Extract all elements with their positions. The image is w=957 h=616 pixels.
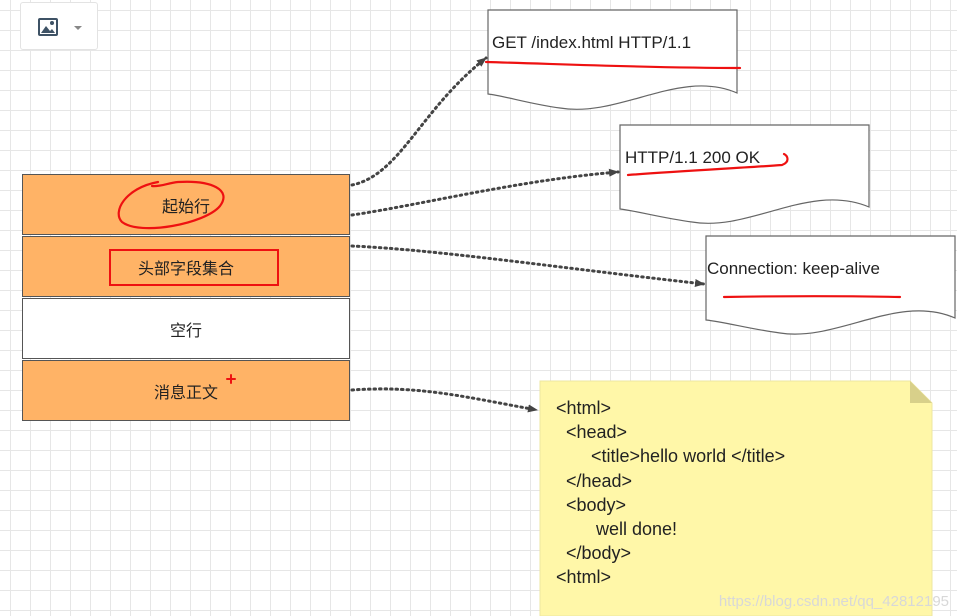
- request-line-text: GET /index.html HTTP/1.1: [492, 33, 692, 52]
- sticky-note-line: </body>: [556, 543, 632, 564]
- sticky-note-fold: [910, 381, 932, 403]
- block-message-body[interactable]: 消息正文: [22, 360, 350, 421]
- block-start-line[interactable]: 起始行: [22, 174, 350, 235]
- sticky-note-html: <html> <head> <title>hello world </title…: [556, 396, 785, 590]
- block-header-fields-label: 头部字段集合: [137, 258, 234, 278]
- doc-shape-status-line[interactable]: [619, 124, 870, 224]
- sticky-note-line: <body>: [556, 494, 627, 515]
- block-header-fields[interactable]: 头部字段集合: [22, 236, 350, 297]
- connector-message-body: [350, 387, 539, 413]
- sticky-note-line: <html>: [556, 398, 612, 418]
- block-empty-line-label: 空行: [169, 320, 202, 340]
- sticky-note-line: <html>: [556, 567, 612, 588]
- insert-image-button[interactable]: [20, 2, 98, 50]
- header-field-text: Connection: keep-alive: [707, 259, 880, 278]
- status-line-text: HTTP/1.1 200 OK: [625, 148, 761, 167]
- sticky-note-shape[interactable]: [539, 380, 933, 616]
- doc-shape-request-line[interactable]: [487, 9, 738, 110]
- doc-shape-header-field[interactable]: [705, 235, 956, 335]
- connector-start-line: [350, 56, 488, 187]
- image-icon: [38, 18, 58, 36]
- block-empty-line[interactable]: 空行: [22, 298, 350, 359]
- caret-down-icon[interactable]: [73, 25, 83, 31]
- connector-status-line: [350, 168, 620, 217]
- block-message-body-label: 消息正文: [153, 382, 218, 402]
- sticky-note-line: <title>hello world </title>: [556, 446, 786, 467]
- sticky-note-line: </head>: [556, 470, 633, 491]
- connector-header-fields: [350, 244, 706, 287]
- block-start-line-label: 起始行: [161, 196, 210, 216]
- sticky-note-line: well done!: [556, 519, 678, 540]
- watermark: https://blog.csdn.net/qq_42812195: [718, 593, 949, 610]
- sticky-note-line: <head>: [556, 422, 628, 443]
